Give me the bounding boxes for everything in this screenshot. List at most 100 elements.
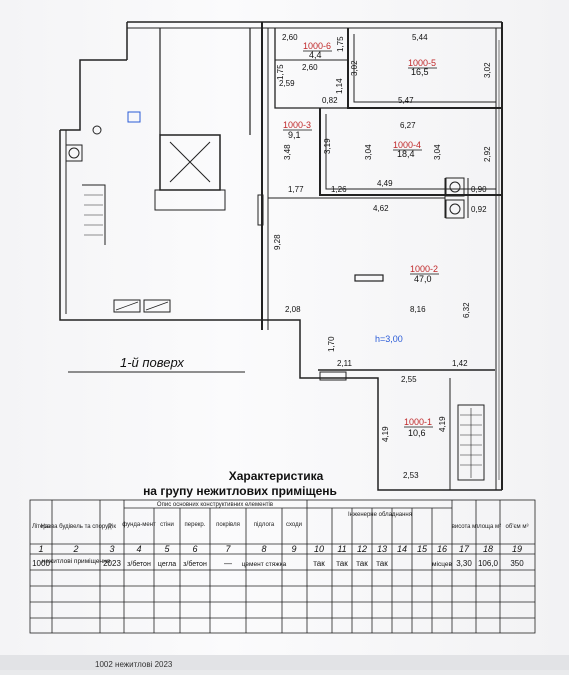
table-header-cell: площа м² <box>475 524 501 530</box>
table-cell: нежитлові приміщення <box>42 557 111 565</box>
table-header-cell: перекр. <box>185 522 206 528</box>
table-header-cell: стіни <box>160 522 174 528</box>
room-labels: 1000-6 4,4 1000-5 16,5 1000-3 9,1 1000-4… <box>283 41 439 438</box>
room-area: 18,4 <box>397 149 415 159</box>
next-page-edge <box>0 655 569 670</box>
table-header-cell: об'єм м³ <box>506 524 529 530</box>
table-cell: з/бетон <box>183 560 207 568</box>
table-cell: місцев <box>432 560 452 568</box>
characteristics-table <box>29 499 536 634</box>
ceiling-height: h=3,00 <box>375 334 403 344</box>
room-area: 9,1 <box>288 130 301 140</box>
dimension: 3,04 <box>364 144 373 160</box>
dimension: 4,62 <box>373 204 389 213</box>
room-code: 1000-6 <box>303 41 331 51</box>
table-cell: цемент стяжка <box>242 561 287 568</box>
dimension: 6,32 <box>462 302 471 318</box>
column-number: 14 <box>397 544 407 554</box>
dimension: 2,11 <box>337 359 353 368</box>
dimension: 0,82 <box>322 96 338 105</box>
column-number: 7 <box>225 544 231 554</box>
dimension: 2,60 <box>282 33 298 42</box>
column-number: 19 <box>512 544 522 554</box>
table-header-cell: сходи <box>286 522 302 528</box>
room-area: 47,0 <box>414 274 432 284</box>
room-area: 10,6 <box>408 428 426 438</box>
dimension: 5,44 <box>412 33 428 42</box>
room-code: 1000-5 <box>408 58 436 68</box>
dimension: 1,77 <box>288 185 304 194</box>
next-page-fragment: 1002 нежитлові 2023 <box>95 660 173 669</box>
dimension: 1,26 <box>331 185 347 194</box>
room-code: 1000-1 <box>404 417 432 427</box>
characteristics-title: Характеристика <box>229 469 324 483</box>
fixtures <box>65 111 465 381</box>
table-cell: так <box>356 559 368 568</box>
column-number: 9 <box>291 544 296 554</box>
dimension: 6,27 <box>400 121 416 130</box>
table-cell: так <box>313 559 325 568</box>
floor-label: 1-й поверх <box>120 355 184 370</box>
dimension: 1,70 <box>327 336 336 352</box>
dimension: 1,75 <box>336 36 345 52</box>
table-cell: 106,0 <box>478 559 499 568</box>
column-number: 13 <box>377 544 387 554</box>
table-row: 1000 нежитлові приміщення 2023 з/бетон ц… <box>32 557 524 568</box>
room-area: 4,4 <box>309 50 322 60</box>
table-cell: 1000 <box>32 559 50 568</box>
column-number: 2 <box>72 544 78 554</box>
table-cell: з/бетон <box>127 560 151 568</box>
column-number: 11 <box>337 544 346 554</box>
dimension: 2,59 <box>279 79 295 88</box>
table-header-cell: Рік <box>108 524 116 530</box>
column-number: 16 <box>437 544 447 554</box>
room-code: 1000-2 <box>410 264 438 274</box>
table-cell: — <box>224 559 232 568</box>
dimension: 4,49 <box>377 179 393 188</box>
column-number: 17 <box>459 544 470 554</box>
table-header-cell: покрівля <box>216 522 240 528</box>
table-cell: цегла <box>158 561 176 568</box>
column-number: 1 <box>38 544 43 554</box>
table-header-cell: висота м <box>452 524 477 530</box>
table-group-header: Інженерне обладнання <box>348 512 412 518</box>
dimension: 5,47 <box>398 96 414 105</box>
column-number: 10 <box>314 544 324 554</box>
column-number: 15 <box>417 544 428 554</box>
room-area: 16,5 <box>411 67 429 77</box>
column-number: 6 <box>192 544 197 554</box>
column-number: 8 <box>261 544 266 554</box>
dimension: 1,14 <box>335 78 344 94</box>
dimension: 4,19 <box>381 426 390 442</box>
table-column-headers: Літера Назва будівель та споруд Рік фунд… <box>32 522 528 530</box>
column-number: 12 <box>357 544 367 554</box>
dimension: 4,19 <box>438 416 447 432</box>
dimension-labels: 2,60 1,75 1,75 5,44 3,02 3,02 2,60 2,59 … <box>273 33 492 480</box>
table-column-numbers: 1 2 3 4 5 6 7 8 9 10 11 12 13 14 15 16 1… <box>38 544 522 554</box>
room-code: 1000-4 <box>393 140 421 150</box>
dimension: 2,60 <box>302 63 318 72</box>
dimension: 2,55 <box>401 375 417 384</box>
table-cell: так <box>336 559 348 568</box>
dimension: 3,02 <box>350 60 359 76</box>
column-number: 4 <box>136 544 141 554</box>
dimension: 2,53 <box>403 471 419 480</box>
characteristics-subtitle: на групу нежитлових приміщень <box>143 484 337 498</box>
dimension: 0,92 <box>471 205 487 214</box>
dimension: 3,04 <box>433 144 442 160</box>
dimension: 1,42 <box>452 359 468 368</box>
dimension: 3,48 <box>283 144 292 160</box>
table-cell: так <box>376 559 388 568</box>
table-header-cell: Назва будівель та споруд <box>41 524 112 530</box>
table-header-cell: підлога <box>254 522 275 528</box>
dimension: 2,92 <box>483 146 492 162</box>
column-number: 3 <box>109 544 114 554</box>
dimension: 3,19 <box>323 138 332 154</box>
column-number: 18 <box>483 544 493 554</box>
dimension: 1,75 <box>276 64 285 80</box>
dimension: 3,02 <box>483 62 492 78</box>
dimension: 0,90 <box>471 185 487 194</box>
table-header-cell: фунда-мент <box>122 522 156 528</box>
